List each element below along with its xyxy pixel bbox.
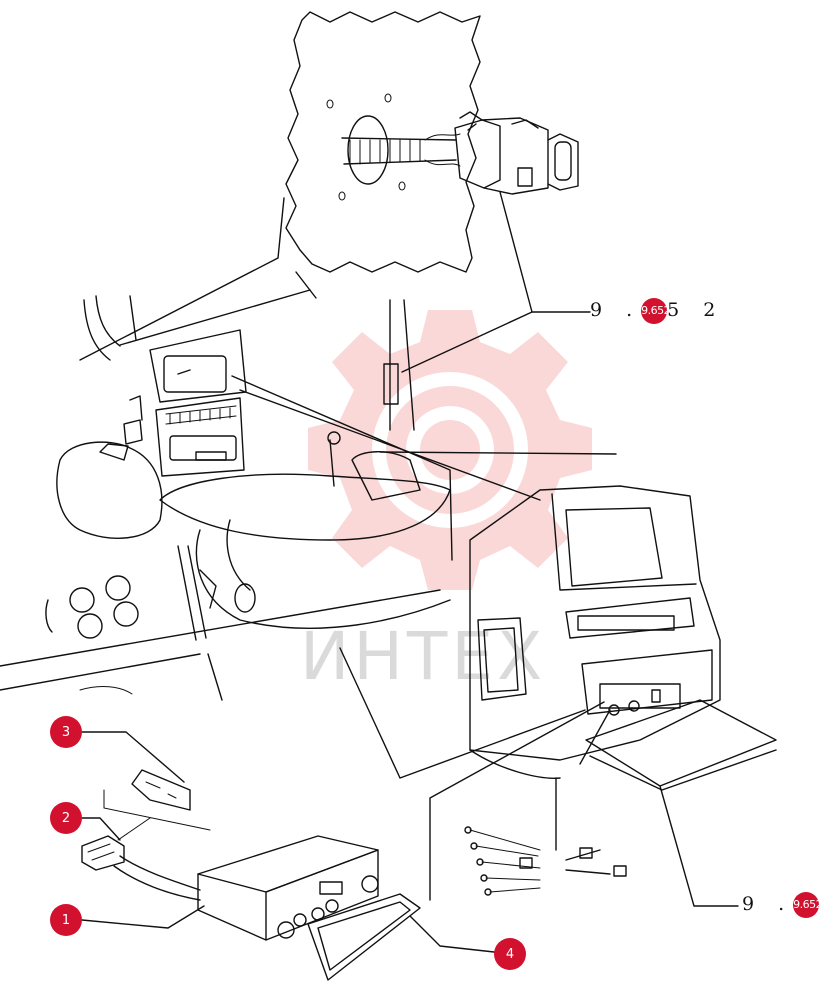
cab-interior xyxy=(0,289,617,779)
reference-bottom: 9 .9.652 xyxy=(742,892,823,918)
watermark-text: ИНТЕХ xyxy=(300,618,547,695)
reference-top-badge: 9.652 xyxy=(641,298,671,324)
plug-connector xyxy=(81,835,125,871)
trim-bezel xyxy=(307,893,421,981)
reference-bottom-badge: 9.652 xyxy=(793,892,823,918)
side-console xyxy=(429,485,777,907)
reference-top: 9 .9.6525 2 xyxy=(590,298,724,324)
leader-1 xyxy=(81,905,205,929)
leader-4 xyxy=(409,915,495,953)
callout-3[interactable]: 3 xyxy=(50,716,82,748)
harness-connector xyxy=(341,111,579,195)
leader-top-ref xyxy=(499,191,591,313)
bulkhead-panel xyxy=(285,11,481,273)
callout-2[interactable]: 2 xyxy=(50,802,82,834)
mounting-clip xyxy=(103,769,211,841)
leader-2 xyxy=(81,817,121,841)
radio-unit xyxy=(113,835,379,941)
callout-1[interactable]: 1 xyxy=(50,904,82,936)
callout-4[interactable]: 4 xyxy=(494,938,526,970)
leader-3 xyxy=(81,731,185,783)
